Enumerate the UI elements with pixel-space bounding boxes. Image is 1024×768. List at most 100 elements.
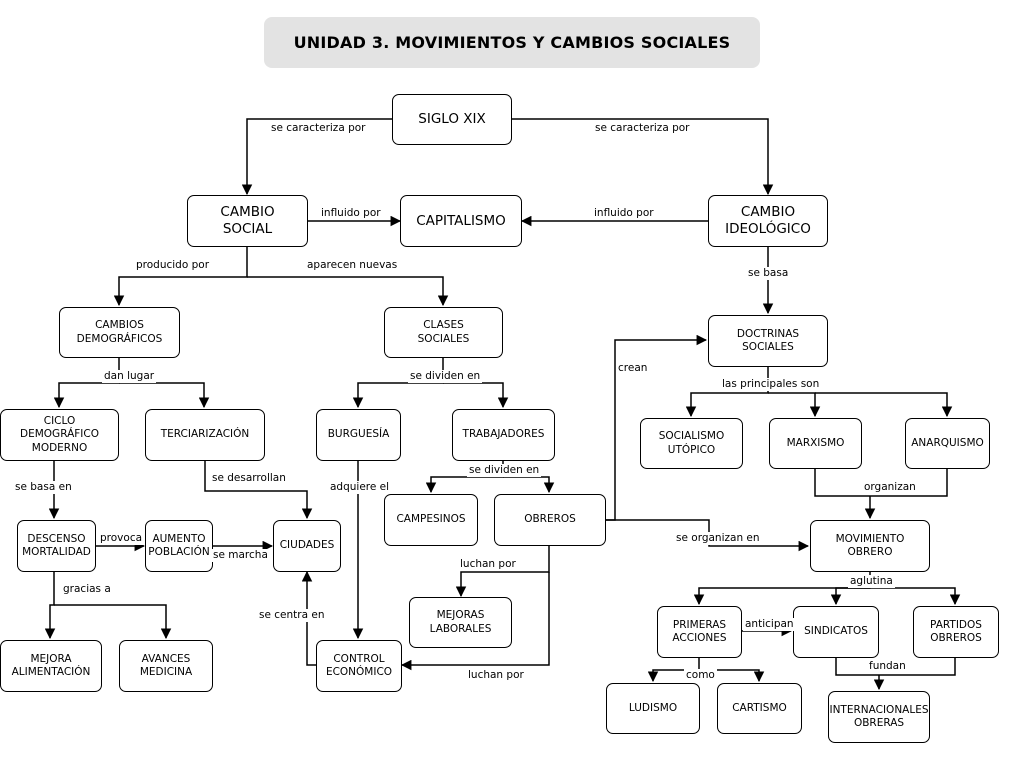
node-mejoras-laborales-text: MEJORAS LABORALES — [429, 609, 492, 635]
node-internacionales-obreras: INTERNACIONALES OBRERAS — [828, 691, 930, 743]
node-primeras-acciones: PRIMERAS ACCIONES — [657, 606, 742, 658]
edge-control-ciudades — [301, 570, 316, 666]
node-cambio-ideologico: CAMBIO IDEOLÓGICO — [708, 195, 828, 247]
label-crean: crean — [616, 362, 650, 375]
edge-fundan — [835, 658, 956, 676]
node-mejora-alimentacion: MEJORA ALIMENTACIÓN — [0, 640, 102, 692]
node-avances-medicina: AVANCES MEDICINA — [119, 640, 213, 692]
label-anticipan: anticipan — [743, 618, 796, 631]
edge-demograficos-terciarizacion — [119, 382, 210, 409]
node-burguesia-text: BURGUESÍA — [327, 428, 390, 441]
edge-doctrinas-socialismo — [685, 367, 769, 418]
node-socialismo-utopico: SOCIALISMO UTÓPICO — [640, 418, 743, 469]
node-capitalismo: CAPITALISMO — [400, 195, 522, 247]
node-aumento-poblacion-text: AUMENTO POBLACIÓN — [148, 532, 210, 558]
edge-doctrinas-marxismo — [768, 392, 821, 418]
label-se-desarrollan: se desarrollan — [210, 472, 288, 485]
node-ciudades-text: CIUDADES — [279, 539, 335, 552]
node-anarquismo-text: ANARQUISMO — [911, 436, 984, 449]
node-mejora-alimentacion-text: MEJORA ALIMENTACIÓN — [11, 652, 91, 678]
node-campesinos: CAMPESINOS — [384, 494, 478, 546]
label-provoca: provoca — [98, 532, 145, 545]
node-internacionales-obreras-text: INTERNACIONALES OBRERAS — [829, 703, 929, 729]
node-doctrinas-sociales-text: DOCTRINAS SOCIALES — [736, 327, 800, 353]
node-sindicatos-text: SINDICATOS — [804, 625, 868, 638]
edge-clases-trabajadores — [443, 382, 509, 409]
node-clases-sociales-text: CLASES SOCIALES — [417, 319, 470, 345]
node-cambios-demograficos-text: CAMBIOS DEMOGRÁFICOS — [76, 319, 163, 345]
node-siglo-xix-text: SIGLO XIX — [418, 111, 486, 128]
node-ciclo-demografico: CICLO DEMOGRÁFICO MODERNO — [0, 409, 119, 461]
edge-cambio-social-clases — [247, 276, 449, 307]
node-clases-sociales: CLASES SOCIALES — [384, 307, 503, 358]
node-trabajadores: TRABAJADORES — [452, 409, 555, 461]
node-partidos-obreros-text: PARTIDOS OBREROS — [930, 618, 982, 644]
node-trabajadores-text: TRABAJADORES — [462, 428, 545, 441]
label-se-basa-en: se basa en — [13, 481, 74, 494]
label-gracias-a: gracias a — [61, 583, 113, 596]
edge-primeras-ludismo — [647, 658, 700, 683]
node-ciclo-demografico-text: CICLO DEMOGRÁFICO MODERNO — [20, 415, 99, 454]
node-marxismo-text: MARXISMO — [786, 436, 845, 449]
label-adquiere-el: adquiere el — [328, 481, 392, 494]
edge-movimiento-partidos — [870, 587, 961, 606]
node-control-economico-text: CONTROL ECONÓMICO — [325, 652, 393, 678]
label-se-marcha: se marcha — [211, 549, 270, 562]
label-influido-por-left: influido por — [319, 207, 383, 220]
label-fundan: fundan — [867, 660, 908, 673]
node-terciarizacion: TERCIARIZACIÓN — [145, 409, 265, 461]
node-descenso-mortalidad: DESCENSO MORTALIDAD — [17, 520, 96, 572]
node-obreros-text: OBREROS — [524, 513, 576, 526]
label-se-centra-en: se centra en — [257, 609, 327, 622]
label-como: como — [684, 669, 717, 682]
edge-cambio-social-branches — [113, 247, 248, 307]
label-se-caracteriza-por-left: se caracteriza por — [269, 122, 368, 135]
label-se-basa: se basa — [746, 267, 791, 280]
label-aparecen-nuevas: aparecen nuevas — [305, 259, 400, 272]
node-socialismo-utopico-text: SOCIALISMO UTÓPICO — [658, 430, 725, 456]
edge-siglo-cambio-ideologico — [512, 118, 774, 196]
node-descenso-mortalidad-text: DESCENSO MORTALIDAD — [22, 532, 91, 558]
node-ludismo-text: LUDISMO — [628, 701, 678, 714]
node-avances-medicina-text: AVANCES MEDICINA — [139, 652, 193, 678]
label-producido-por: producido por — [134, 259, 212, 272]
edge-obreros-doctrinas — [606, 334, 708, 521]
label-se-organizan-en: se organizan en — [674, 532, 762, 545]
edge-terciarizacion-ciudades — [204, 461, 313, 520]
label-influido-por-right: influido por — [592, 207, 656, 220]
node-cambio-social: CAMBIO SOCIAL — [187, 195, 308, 247]
node-ludismo: LUDISMO — [606, 683, 700, 734]
node-campesinos-text: CAMPESINOS — [396, 513, 466, 526]
title-banner: UNIDAD 3. MOVIMIENTOS Y CAMBIOS SOCIALES — [264, 17, 760, 68]
node-aumento-poblacion: AUMENTO POBLACIÓN — [145, 520, 213, 572]
label-aglutina: aglutina — [848, 575, 895, 588]
label-se-dividen-en-trabajadores: se dividen en — [467, 464, 542, 477]
edge-descenso-avances — [54, 604, 172, 640]
label-dan-lugar: dan lugar — [102, 370, 157, 383]
node-mejoras-laborales: MEJORAS LABORALES — [409, 597, 512, 648]
node-cambios-demograficos: CAMBIOS DEMOGRÁFICOS — [59, 307, 180, 358]
node-capitalismo-text: CAPITALISMO — [416, 212, 506, 229]
node-cartismo: CARTISMO — [717, 683, 802, 734]
label-luchan-por-control: luchan por — [466, 669, 526, 682]
edge-movimiento-sindicatos — [830, 587, 870, 606]
node-siglo-xix: SIGLO XIX — [392, 94, 512, 145]
node-sindicatos: SINDICATOS — [793, 606, 879, 658]
node-movimiento-obrero-text: MOVIMIENTO OBRERO — [835, 532, 905, 558]
node-anarquismo: ANARQUISMO — [905, 418, 990, 469]
node-ciudades: CIUDADES — [273, 520, 341, 572]
edge-obreros-mejoras — [455, 546, 550, 598]
node-terciarizacion-text: TERCIARIZACIÓN — [160, 428, 250, 441]
edge-descenso-children — [44, 572, 56, 640]
page-title: UNIDAD 3. MOVIMIENTOS Y CAMBIOS SOCIALES — [293, 33, 731, 52]
edge-siglo-cambio-social — [241, 118, 392, 196]
node-primeras-acciones-text: PRIMERAS ACCIONES — [672, 618, 727, 644]
edge-obreros-control — [400, 572, 550, 671]
edge-organizan — [814, 469, 948, 497]
edge-doctrinas-anarquismo — [815, 392, 953, 418]
node-cartismo-text: CARTISMO — [732, 701, 787, 714]
node-doctrinas-sociales: DOCTRINAS SOCIALES — [708, 315, 828, 367]
label-organizan: organizan — [862, 481, 918, 494]
node-marxismo: MARXISMO — [769, 418, 862, 469]
node-control-economico: CONTROL ECONÓMICO — [316, 640, 402, 692]
